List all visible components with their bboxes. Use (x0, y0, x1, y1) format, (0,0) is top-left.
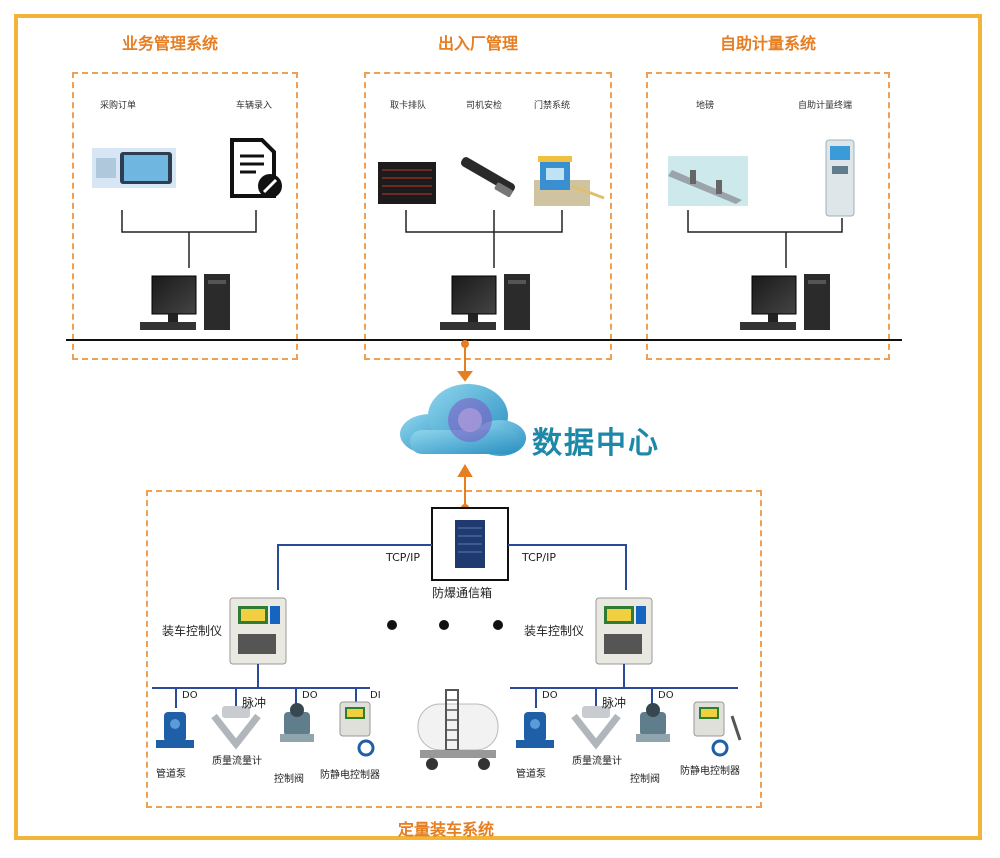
item-weighbridge: 地磅 (696, 101, 715, 111)
tcp-label-left: TCP/IP (386, 551, 420, 564)
metering-system-box (646, 72, 890, 360)
computer-icon-metering (740, 274, 830, 330)
device-label-flowmeter-right: 质量流量计 (572, 756, 622, 767)
gate-connector (405, 210, 563, 268)
item-driver-check: 司机安检 (466, 101, 503, 111)
item-card-queue: 取卡排队 (390, 101, 427, 111)
pump-icon-left (156, 712, 194, 748)
item-vehicle-entry: 车辆录入 (236, 101, 273, 111)
business-system-box (72, 72, 298, 360)
tablet-icon (92, 148, 176, 188)
item-purchase-order: 采购订单 (100, 101, 137, 111)
flowmeter-icon-right (571, 706, 621, 750)
item-access-control: 门禁系统 (534, 101, 571, 111)
controller-label-left: 装车控制仪 (162, 624, 223, 638)
device-label-valve-left: 控制阀 (274, 774, 304, 785)
outer-frame (14, 14, 982, 840)
device-label-valve-right: 控制阀 (630, 774, 660, 785)
device-label-pump-left: 管道泵 (156, 769, 186, 780)
security-detector-icon (460, 157, 516, 198)
item-self-terminal: 自助计量终端 (798, 101, 853, 111)
computer-icon-gate (440, 274, 530, 330)
document-edit-icon (230, 138, 282, 198)
gate-booth-icon (534, 156, 605, 206)
pump-icon-right (516, 712, 554, 748)
controller-label-right: 装车控制仪 (524, 624, 585, 638)
anti-static-icon-right (693, 701, 742, 757)
downlink-arrow (457, 464, 473, 512)
tcp-links (277, 544, 627, 590)
signal-pulse-left: 脉冲 (242, 696, 267, 710)
signal-di-left: DI (370, 690, 381, 701)
computer-icon-business (140, 274, 230, 330)
uplink-arrow (457, 340, 473, 382)
comm-box-icon (431, 507, 509, 581)
flowmeter-icon-left (211, 706, 261, 750)
comm-box-label: 防爆通信箱 (432, 586, 493, 600)
signal-do-left-2: DO (302, 690, 318, 701)
self-terminal-icon (825, 139, 855, 217)
tanker-truck-icon (417, 689, 499, 770)
gate-management-box (364, 72, 612, 360)
weighbridge-icon (668, 156, 748, 206)
loading-controller-right (595, 597, 653, 665)
device-label-pump-right: 管道泵 (516, 769, 546, 780)
ellipsis-dots (387, 620, 503, 630)
business-connector (121, 210, 257, 268)
loading-controller-left (229, 597, 287, 665)
anti-static-icon-left (339, 701, 375, 757)
cloud-icon (400, 384, 526, 456)
signal-do-right-2: DO (658, 690, 674, 701)
metering-connector (687, 210, 843, 268)
device-label-flowmeter-left: 质量流量计 (212, 756, 262, 767)
loading-system-title: 定量装车系统 (398, 820, 495, 839)
queue-display-icon (378, 162, 436, 204)
tcp-label-right: TCP/IP (522, 551, 556, 564)
data-center-label: 数据中心 (532, 426, 660, 461)
loading-system-box (146, 490, 762, 808)
control-valve-icon-left (280, 703, 314, 742)
metering-system-title: 自助计量系统 (720, 34, 817, 53)
gate-management-title: 出入厂管理 (438, 34, 519, 53)
business-system-title: 业务管理系统 (122, 34, 219, 53)
device-label-antistatic-left: 防静电控制器 (320, 770, 380, 781)
control-valve-icon-right (636, 703, 670, 742)
signal-do-right-1: DO (542, 690, 558, 701)
signal-pulse-right: 脉冲 (602, 696, 627, 710)
signal-do-left-1: DO (182, 690, 198, 701)
device-bus-left (152, 664, 370, 708)
device-label-antistatic-right: 防静电控制器 (680, 766, 740, 777)
